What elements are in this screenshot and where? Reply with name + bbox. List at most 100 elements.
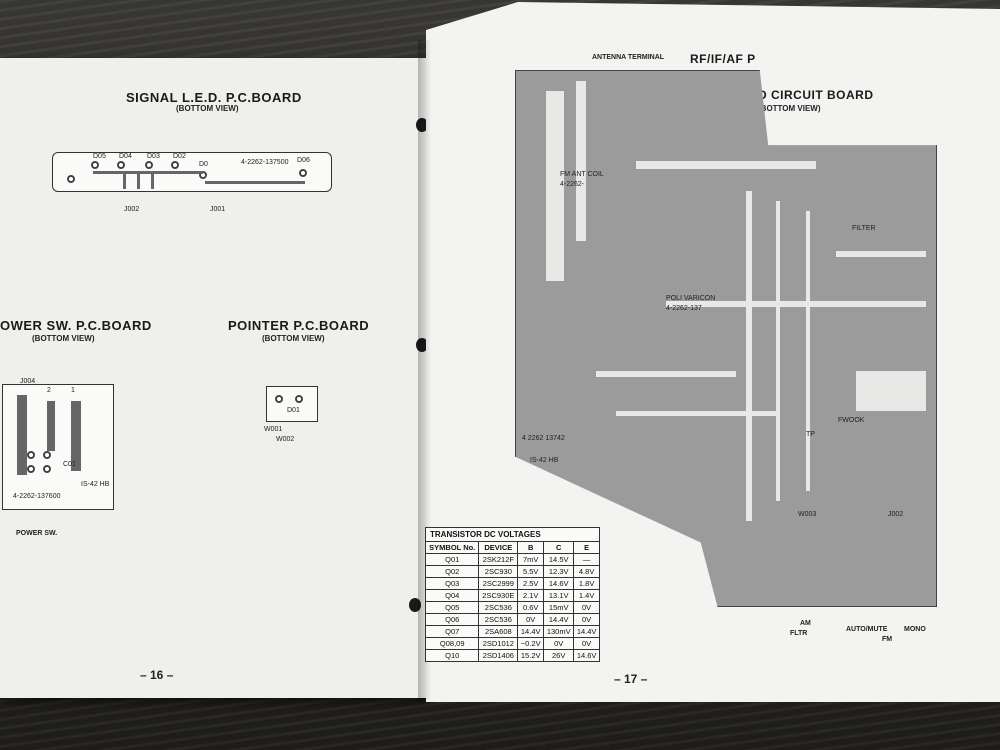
table-cell: 14.4V <box>543 613 575 626</box>
wire-label: W002 <box>276 436 295 443</box>
board-label: J002 <box>888 511 904 518</box>
table-cell: 130mV <box>543 625 575 638</box>
pcb-trace <box>47 401 55 451</box>
table-cell: 2SC2999 <box>478 577 519 590</box>
board-part-number: 4-2262-137500 <box>241 159 289 166</box>
table-cell: Q04 <box>424 589 480 602</box>
table-cell: Q08,09 <box>424 637 480 650</box>
pin-label: 2 <box>47 387 51 394</box>
board-label: POLI VARICON <box>666 295 716 302</box>
table-cell: Q10 <box>424 649 480 662</box>
pcb-trace <box>746 191 752 521</box>
table-cell: 5.5V <box>517 565 545 578</box>
pcb-trace <box>666 301 926 307</box>
table-cell: 14.4V <box>573 625 600 638</box>
board-label: FILTER <box>852 225 876 232</box>
table-cell: 2SD1012 <box>478 637 519 650</box>
pcb-pad <box>275 395 283 403</box>
am-label: AM <box>800 620 811 627</box>
pcb-trace <box>636 161 816 169</box>
pin-label: 1 <box>71 387 75 394</box>
signal-led-pcb: D05 D04 D03 D02 D0 D06 4-2262-137500 <box>52 152 332 192</box>
table-cell: 26V <box>543 649 575 662</box>
table-cell: 0V <box>573 613 600 626</box>
auto-mute-label: AUTO/MUTE <box>846 626 888 633</box>
table-cell: 2SK212F <box>478 553 519 566</box>
table-cell: 2.5V <box>517 577 545 590</box>
table-header: SYMBOL No. <box>424 541 480 554</box>
board-part-number: 4-2262-137600 <box>13 493 61 500</box>
board-label: 4 2262 13742 <box>522 435 565 442</box>
table-cell: 12.3V <box>543 565 575 578</box>
table-cell: Q05 <box>424 601 480 614</box>
pcb-pad <box>43 465 51 473</box>
pcb-pad <box>43 451 51 459</box>
pcb-trace <box>616 411 776 416</box>
table-cell: 2SC536 <box>478 601 519 614</box>
pcb-trace <box>806 211 810 491</box>
power-sw-pcb: 2 1 C01 IS-42 HB 4-2262-137600 <box>2 384 114 510</box>
pcb-trace <box>576 81 586 241</box>
led-label: D04 <box>119 153 132 160</box>
power-sw-board-title: OWER SW. P.C.BOARD <box>0 318 152 333</box>
table-cell: — <box>573 553 600 566</box>
pcb-trace <box>93 171 203 174</box>
table-cell: 0V <box>543 637 575 650</box>
board-label: IS-42 HB <box>530 457 559 464</box>
rf-board-subtitle: (BOTTOM VIEW) <box>758 104 821 113</box>
pcb-pad <box>67 175 75 183</box>
table-header: E <box>573 541 600 554</box>
pcb-trace <box>856 371 926 411</box>
pcb-trace <box>123 173 126 189</box>
connector-label: J001 <box>210 206 226 213</box>
connector-label: J002 <box>124 206 140 213</box>
table-cell: 0.6V <box>517 601 545 614</box>
board-label: FWOOK <box>838 417 865 424</box>
table-header: C <box>543 541 575 554</box>
binder-hole <box>416 338 428 352</box>
capacitor-label: C01 <box>63 461 76 468</box>
rf-board-title-cont: D CIRCUIT BOARD <box>758 88 874 102</box>
pcb-pad <box>295 395 303 403</box>
table-cell: 2.1V <box>517 589 545 602</box>
table-cell: 2SA608 <box>478 625 519 638</box>
table-cell: 14.4V <box>517 625 545 638</box>
wire-label: W001 <box>264 426 283 433</box>
table-cell: Q02 <box>424 565 480 578</box>
table-cell: 15mV <box>543 601 575 614</box>
table-cell: 1.4V <box>573 589 600 602</box>
signal-led-board-title: SIGNAL L.E.D. P.C.BOARD <box>126 90 302 105</box>
table-header-row: SYMBOL No. DEVICE B C E <box>424 541 600 554</box>
led-label: D05 <box>93 153 106 160</box>
led-label: D01 <box>287 407 300 414</box>
pointer-pcb: D01 <box>266 386 318 422</box>
table-cell: −0.2V <box>517 637 545 650</box>
table-cell: 0V <box>517 613 545 626</box>
table-cell: 2SC930 <box>478 565 519 578</box>
power-sw-board-subtitle: (BOTTOM VIEW) <box>32 334 95 343</box>
pcb-pad <box>199 171 207 179</box>
right-page-number: – 17 – <box>614 672 648 686</box>
table-cell: 14.6V <box>543 577 575 590</box>
table-cell: 13.1V <box>543 589 575 602</box>
left-page-number: – 16 – <box>140 668 174 682</box>
table-cell: 14.5V <box>543 553 575 566</box>
pcb-pad <box>91 161 99 169</box>
table-cell: Q03 <box>424 577 480 590</box>
board-label: FM ANT COIL <box>560 171 604 178</box>
table-cell: 0V <box>573 637 600 650</box>
pcb-pad <box>27 451 35 459</box>
table-cell: Q01 <box>424 553 480 566</box>
led-label: D02 <box>173 153 186 160</box>
table-cell: 2SC930E <box>478 589 519 602</box>
table-cell: 2SD1406 <box>478 649 519 662</box>
antenna-terminal-label: ANTENNA TERMINAL <box>592 54 665 61</box>
pcb-trace <box>836 251 926 257</box>
